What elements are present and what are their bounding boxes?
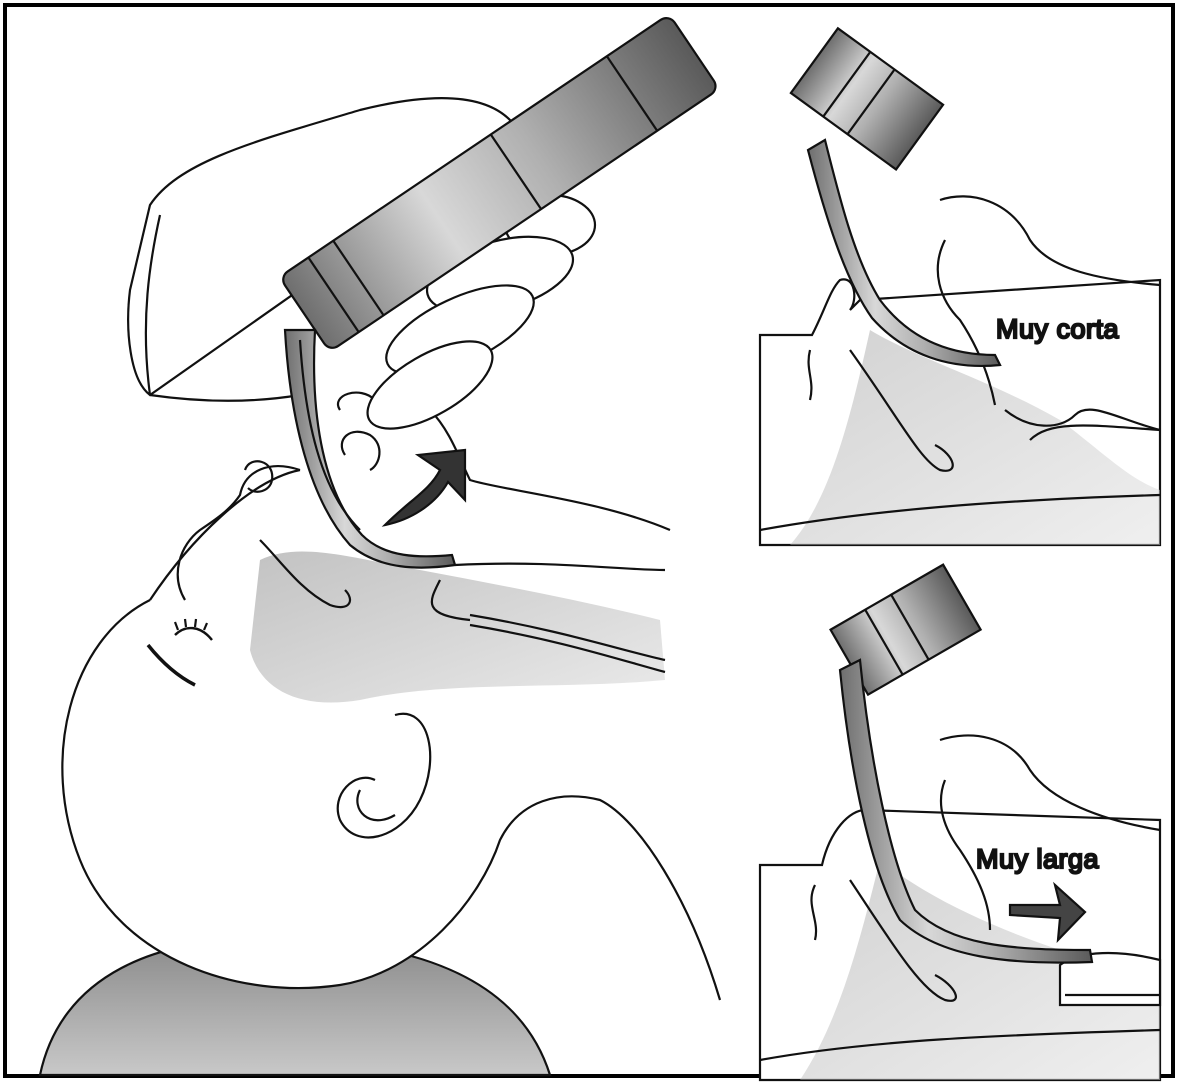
- lift-arrow: [385, 450, 465, 525]
- inset-short-blade: Muy corta: [760, 28, 1160, 545]
- airway-tissue: [250, 551, 665, 702]
- label-long: Muy larga: [976, 844, 1100, 874]
- main-scene: [40, 14, 720, 1075]
- inset-long-blade: Muy larga: [760, 565, 1160, 1080]
- label-short: Muy corta: [996, 314, 1120, 344]
